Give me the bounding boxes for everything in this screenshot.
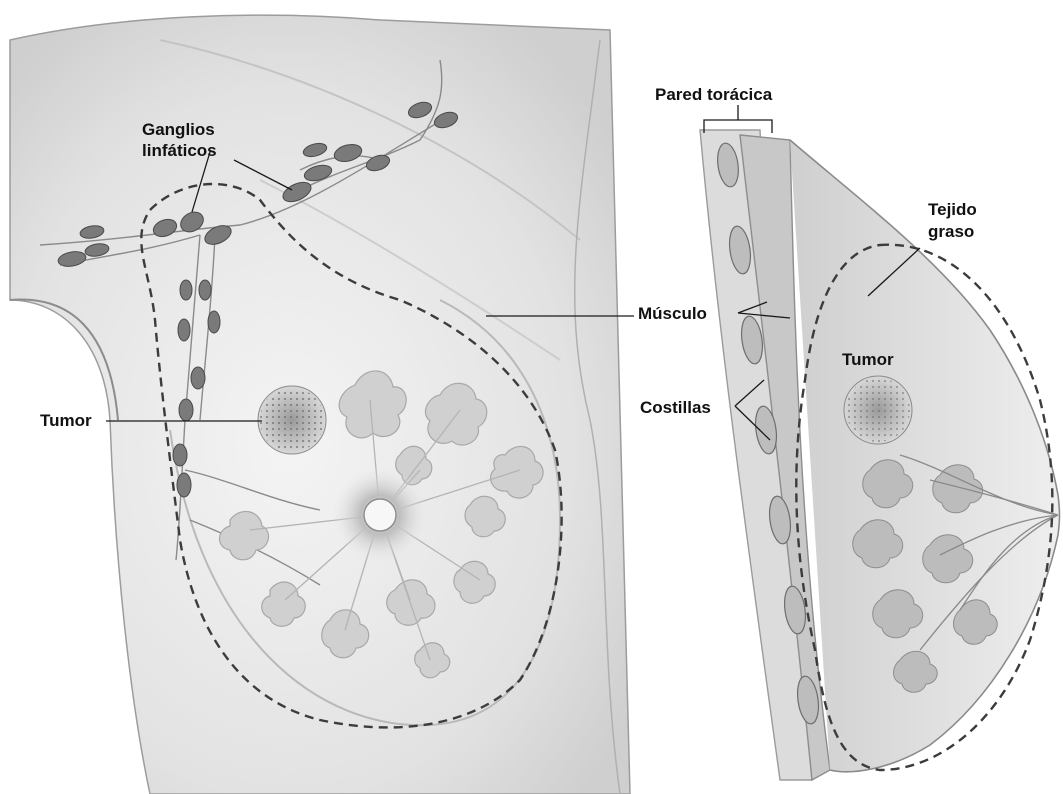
lymph-node: [179, 399, 193, 421]
lymph-node: [180, 280, 192, 300]
front-view: [10, 15, 630, 794]
label-tumor-front: Tumor: [40, 411, 92, 431]
side-view: [700, 130, 1060, 780]
label-ganglios-line2: linfáticos: [142, 141, 217, 161]
label-musculo: Músculo: [638, 304, 707, 324]
label-ganglios-line1: Ganglios: [142, 120, 215, 140]
nipple: [364, 499, 396, 531]
lymph-node: [208, 311, 220, 333]
lymph-node: [178, 319, 190, 341]
tumor-front-texture: [260, 388, 324, 452]
label-pared-toracica: Pared torácica: [655, 85, 772, 105]
label-tejido-line1: Tejido: [928, 200, 977, 220]
label-tejido-line2: graso: [928, 222, 974, 242]
tumor-side-texture: [846, 378, 910, 442]
lymph-node: [173, 444, 187, 466]
lymph-node: [177, 473, 191, 497]
label-tumor-side: Tumor: [842, 350, 894, 370]
lymph-node: [199, 280, 211, 300]
label-costillas: Costillas: [640, 398, 711, 418]
lymph-node: [191, 367, 205, 389]
